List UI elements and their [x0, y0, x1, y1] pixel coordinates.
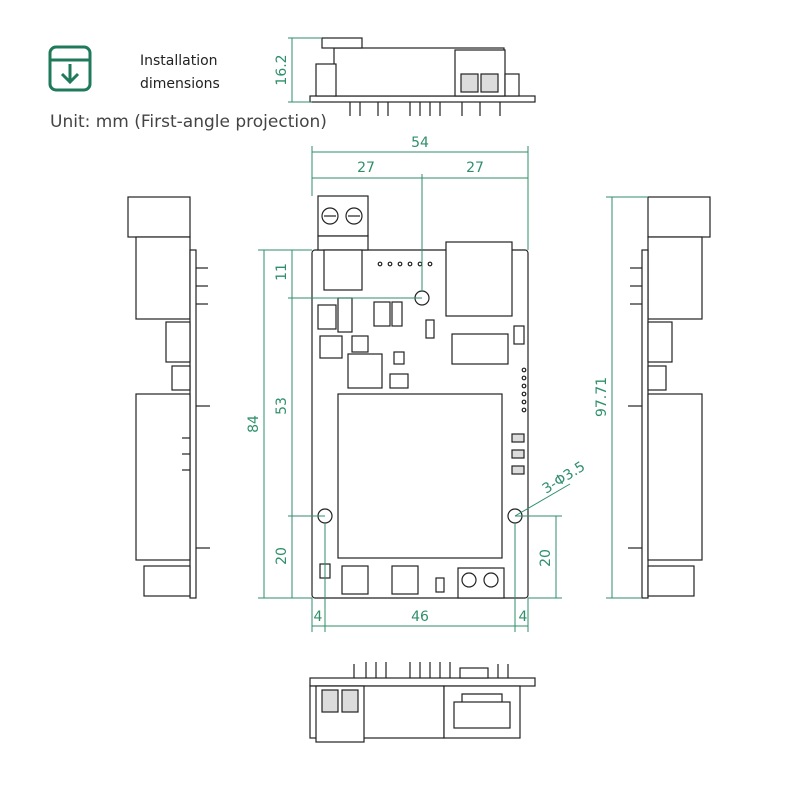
- dim-bottom-offset-right: 20: [515, 515, 562, 599]
- dim-bottom-offset-right-label: 20: [538, 549, 554, 567]
- dim-total-height: 16.2: [274, 37, 322, 103]
- dim-total-height-label: 16.2: [274, 54, 290, 85]
- top-elevation-view: [309, 37, 536, 116]
- unit-note: Unit: mm (First-angle projection): [50, 112, 327, 132]
- dim-half-widths: 27 27: [312, 160, 528, 292]
- dim-hole-pitch-label: 46: [411, 609, 429, 625]
- dim-bottom-offset-label: 20: [274, 547, 290, 565]
- dim-edge-left-label: 4: [314, 609, 323, 625]
- dim-side-length-label: 97.71: [594, 377, 610, 417]
- bottom-elevation-view: [309, 662, 536, 743]
- dim-total-width-label: 54: [411, 135, 429, 151]
- dim-side-length: 97.71: [594, 196, 648, 599]
- front-view: [311, 195, 529, 599]
- dim-board-length: 84: [246, 249, 312, 599]
- right-side-view: [628, 196, 711, 599]
- dim-top-offset-label: 11: [274, 263, 290, 281]
- dim-hole-pitch: 4 46 4: [311, 523, 529, 632]
- dim-board-length-label: 84: [246, 415, 262, 433]
- dim-hole-spacing-label: 53: [274, 397, 290, 415]
- left-side-view: [127, 196, 210, 599]
- dim-edge-right-label: 4: [519, 609, 528, 625]
- dim-hole-spec-label: 3-Φ3.5: [540, 459, 589, 498]
- dim-hole-spacing: 11 53 20: [274, 250, 422, 598]
- dim-half-left-label: 27: [357, 160, 375, 176]
- dim-total-width: 54: [311, 135, 529, 250]
- dim-half-right-label: 27: [466, 160, 484, 176]
- title-line-2: dimensions: [140, 76, 220, 92]
- title-line-1: Installation: [140, 53, 218, 69]
